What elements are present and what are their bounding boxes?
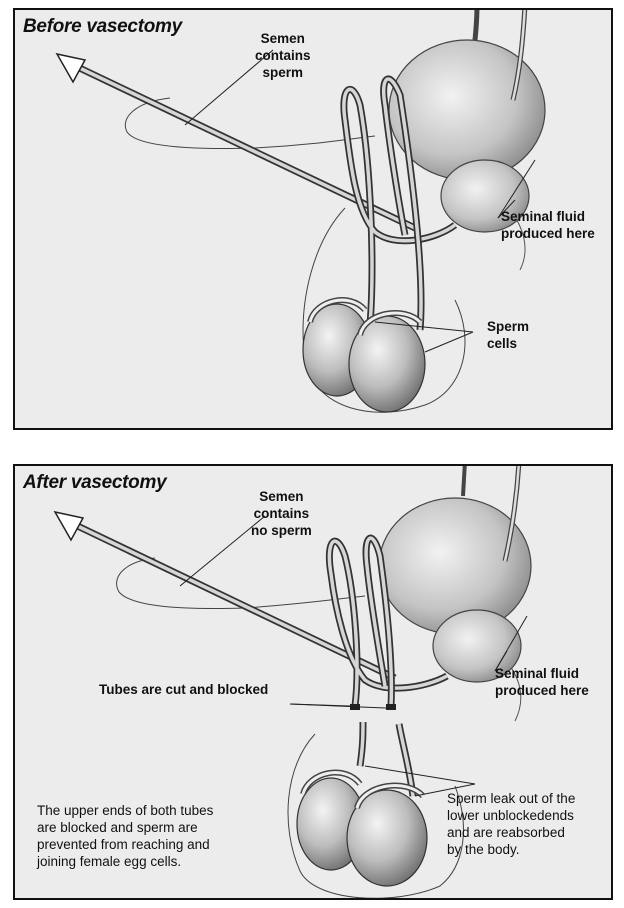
bladder bbox=[379, 498, 531, 634]
after-tubes-cut-label: Tubes are cut and blocked bbox=[99, 681, 268, 698]
before-seminal-fluid-label: Seminal fluid produced here bbox=[501, 208, 595, 242]
before-vasectomy-panel: Before vasectomy Semen contains sperm Se… bbox=[13, 8, 613, 430]
before-sperm-cells-label: Sperm cells bbox=[487, 318, 529, 352]
ejaculation-arrowhead bbox=[55, 512, 83, 540]
after-sperm-leak-note: Sperm leak out of the lower unblockedend… bbox=[447, 790, 575, 858]
ureter-left bbox=[463, 466, 465, 496]
before-semen-label: Semen contains sperm bbox=[255, 30, 311, 81]
leader-tubes-2 bbox=[290, 704, 386, 708]
after-semen-label: Semen contains no sperm bbox=[251, 488, 312, 539]
after-title: After vasectomy bbox=[23, 472, 166, 494]
leader-leak-1 bbox=[365, 766, 475, 784]
ureter-left bbox=[475, 10, 477, 40]
after-upper-ends-note: The upper ends of both tubes are blocked… bbox=[37, 802, 213, 870]
after-vasectomy-panel: After vasectomy Semen contains no sperm … bbox=[13, 464, 613, 900]
ejaculation-arrowhead bbox=[57, 54, 85, 82]
after-seminal-fluid-label: Seminal fluid produced here bbox=[495, 665, 589, 699]
leader-sperm-2 bbox=[425, 332, 473, 352]
blocked-end-right bbox=[386, 704, 396, 710]
before-title: Before vasectomy bbox=[23, 16, 182, 38]
